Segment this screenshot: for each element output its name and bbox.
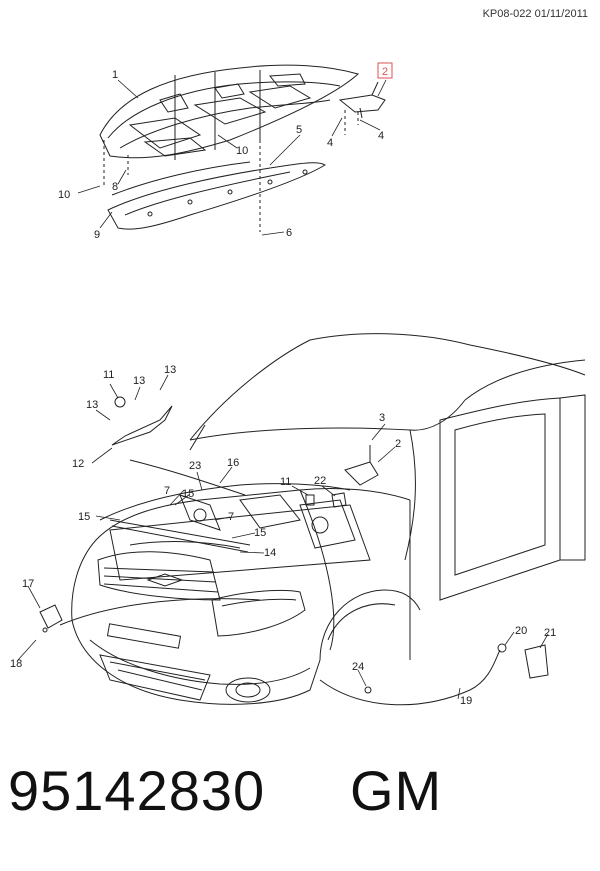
callout-13-c: 13	[86, 399, 98, 411]
callout-22: 22	[314, 475, 326, 487]
callout-13-a: 13	[133, 375, 145, 387]
release-handle	[497, 643, 549, 679]
callout-11-right: 11	[280, 476, 291, 488]
fastener-24	[364, 686, 372, 694]
callout-10-top: 10	[236, 145, 248, 157]
fastener-22	[331, 492, 347, 508]
manufacturer: GM	[350, 759, 443, 822]
hood-hinge-right	[338, 81, 386, 119]
hood-latch-bracket	[111, 396, 173, 446]
callout-21: 21	[544, 627, 556, 639]
vehicle-body	[71, 333, 586, 661]
callout-23: 23	[189, 460, 201, 472]
headlamp	[211, 589, 306, 637]
callout-17: 17	[22, 578, 34, 590]
callout-2-highlight-box	[377, 62, 393, 79]
callout-13-b: 13	[164, 364, 176, 376]
callout-16: 16	[227, 457, 239, 469]
callout-15-c: 15	[254, 527, 266, 539]
callout-labels: 1 2 4 4 5 10 10 8 9 6 11 13 13 13 12 3 2…	[10, 62, 556, 707]
hood-seal	[111, 161, 251, 196]
diagram-reference-code: KP08-022 01/11/2011	[482, 8, 588, 20]
callout-14: 14	[264, 547, 276, 559]
front-bumper	[71, 619, 321, 705]
callout-9: 9	[94, 229, 100, 241]
release-cable	[59, 598, 501, 706]
bumper-11-right	[305, 494, 315, 506]
callout-4-left: 4	[327, 137, 333, 149]
callout-15-a: 15	[182, 488, 194, 500]
part-number: 95142830	[8, 759, 266, 822]
hood-release-latch	[39, 604, 63, 633]
hood-support-rod	[129, 424, 246, 496]
callout-20: 20	[515, 625, 527, 637]
hinge-assembly-right	[344, 445, 379, 486]
callout-5: 5	[296, 124, 302, 136]
callout-4-right: 4	[378, 130, 384, 142]
hood-panel	[99, 64, 359, 160]
callout-10-left: 10	[58, 189, 70, 201]
callout-2-bottom: 2	[395, 438, 401, 450]
callout-11-left: 11	[103, 369, 114, 381]
callout-3: 3	[379, 412, 385, 424]
callout-leaders	[17, 79, 549, 700]
callout-15-b: 15	[78, 511, 90, 523]
front-grille	[97, 551, 221, 601]
callout-2-top: 2	[382, 66, 388, 78]
callout-7-a: 7	[164, 485, 170, 497]
front-seal-strip	[109, 519, 251, 553]
callout-6: 6	[286, 227, 292, 239]
top-leader-lines	[103, 110, 359, 232]
footer-caption: 95142830 GM	[0, 758, 600, 838]
engine-compartment	[99, 483, 371, 581]
callout-12: 12	[72, 458, 84, 470]
hood-insulator	[107, 162, 326, 230]
callout-7-b: 7	[228, 511, 234, 523]
callout-18: 18	[10, 658, 22, 670]
callout-19: 19	[460, 695, 472, 707]
callout-8: 8	[112, 181, 118, 193]
callout-24: 24	[352, 661, 364, 673]
callout-1: 1	[112, 69, 118, 81]
